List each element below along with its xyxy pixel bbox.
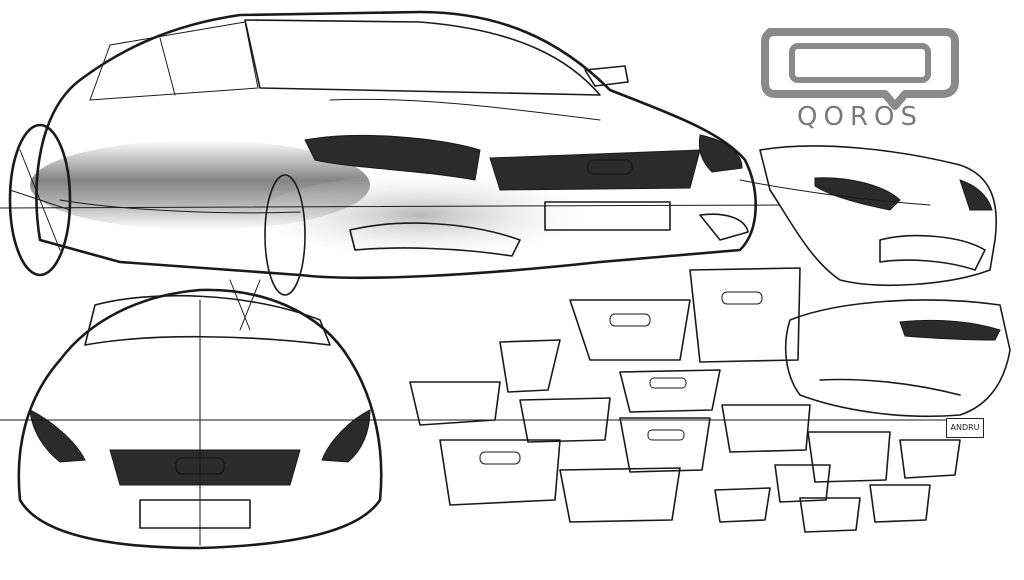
qoros-logo [761, 28, 959, 110]
brand-wordmark: QOROS [797, 102, 923, 132]
artist-signature: ANDRU [946, 418, 984, 438]
side-sedan-sketch [784, 299, 1011, 418]
grille-studies [389, 267, 981, 533]
front-detail-sketch [739, 145, 997, 286]
main-sedan-sketch [0, 10, 781, 296]
front-view-sketch [0, 279, 391, 550]
brand-logo: QOROS [760, 20, 960, 132]
